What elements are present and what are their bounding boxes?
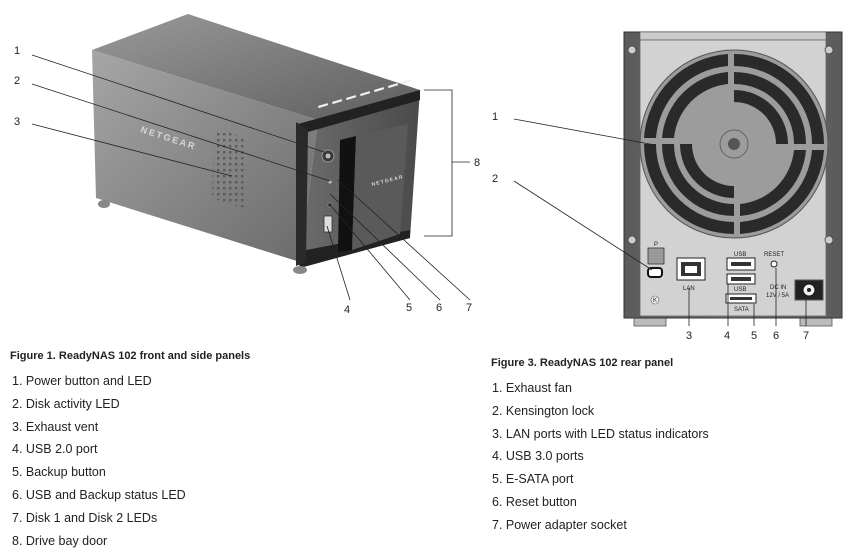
fig3-callout-6: 6 bbox=[773, 330, 779, 342]
fig3-callout-1: 1 bbox=[492, 111, 498, 123]
figure1-caption: Figure 1. ReadyNAS 102 front and side pa… bbox=[10, 350, 251, 362]
dc-in-label-1: DC IN bbox=[770, 285, 786, 291]
reset-label: RESET bbox=[764, 252, 784, 258]
fig3-callout-7: 7 bbox=[803, 330, 809, 342]
usb-top-label: USB bbox=[734, 252, 746, 258]
figure3-callout-numbers: 1 2 3 4 5 6 7 bbox=[492, 111, 809, 342]
rear-panel-illustration: P LAN USB USB SATA RESET K DC IN 12V / 5… bbox=[623, 31, 843, 327]
fig1-callout-4: 4 bbox=[344, 304, 350, 316]
usb-bottom-label: USB bbox=[734, 287, 746, 293]
figure1-callout-numbers: 1 2 3 4 5 6 7 8 bbox=[14, 45, 480, 316]
figure1-legend-item: 7. Disk 1 and Disk 2 LEDs bbox=[12, 510, 158, 525]
figure3-legend-item: 4. USB 3.0 ports bbox=[492, 449, 584, 464]
fig3-callout-4: 4 bbox=[724, 330, 730, 342]
fig1-callout-1: 1 bbox=[14, 45, 20, 57]
figure1-legend-item: 4. USB 2.0 port bbox=[12, 442, 98, 457]
exhaust-fan bbox=[639, 49, 829, 239]
fig1-callout-2: 2 bbox=[14, 75, 20, 87]
fig1-callout-3: 3 bbox=[14, 116, 20, 128]
figure1-legend-item: 3. Exhaust vent bbox=[12, 419, 99, 434]
figure3-legend-item: 7. Power adapter socket bbox=[492, 517, 627, 532]
figure3-caption: Figure 3. ReadyNAS 102 rear panel bbox=[491, 357, 674, 369]
figure1-legend-item: 1. Power button and LED bbox=[12, 374, 152, 388]
figure1-legend-item: 6. USB and Backup status LED bbox=[12, 487, 186, 502]
figure3-legend-item: 3. LAN ports with LED status indicators bbox=[492, 426, 709, 441]
figure1-legend-item: 5. Backup button bbox=[12, 465, 106, 480]
fig3-callout-2: 2 bbox=[492, 173, 498, 185]
figure1-legend: 1. Power button and LED 2. Disk activity… bbox=[12, 370, 186, 552]
fig1-callout-6: 6 bbox=[436, 302, 442, 314]
figure3-legend: 1. Exhaust fan 2. Kensington lock 3. LAN… bbox=[492, 377, 709, 537]
p-switch-label: P bbox=[654, 242, 658, 248]
figure1-legend-item: 2. Disk activity LED bbox=[12, 396, 120, 411]
figure3-legend-item: 2. Kensington lock bbox=[492, 403, 595, 418]
fig1-callout-7: 7 bbox=[466, 302, 472, 314]
front-side-device-illustration: NETGEAR NETGEAR bbox=[92, 14, 420, 274]
figure1-leader-lines bbox=[31, 54, 471, 301]
figure3-legend-item: 6. Reset button bbox=[492, 494, 577, 509]
figure3-leader-lines bbox=[513, 118, 807, 326]
dc-in-label-2: 12V / 5A bbox=[766, 293, 789, 299]
fig1-callout-5: 5 bbox=[406, 302, 412, 314]
figure3-legend-item: 5. E-SATA port bbox=[492, 472, 574, 487]
kensington-k-label: K bbox=[653, 298, 657, 304]
esata-label: SATA bbox=[734, 307, 749, 313]
fig3-callout-3: 3 bbox=[686, 330, 692, 342]
fig3-callout-5: 5 bbox=[751, 330, 757, 342]
figure1-legend-item: 8. Drive bay door bbox=[12, 533, 108, 548]
fig1-callout-8: 8 bbox=[474, 157, 480, 169]
figure3-legend-item: 1. Exhaust fan bbox=[492, 381, 572, 395]
